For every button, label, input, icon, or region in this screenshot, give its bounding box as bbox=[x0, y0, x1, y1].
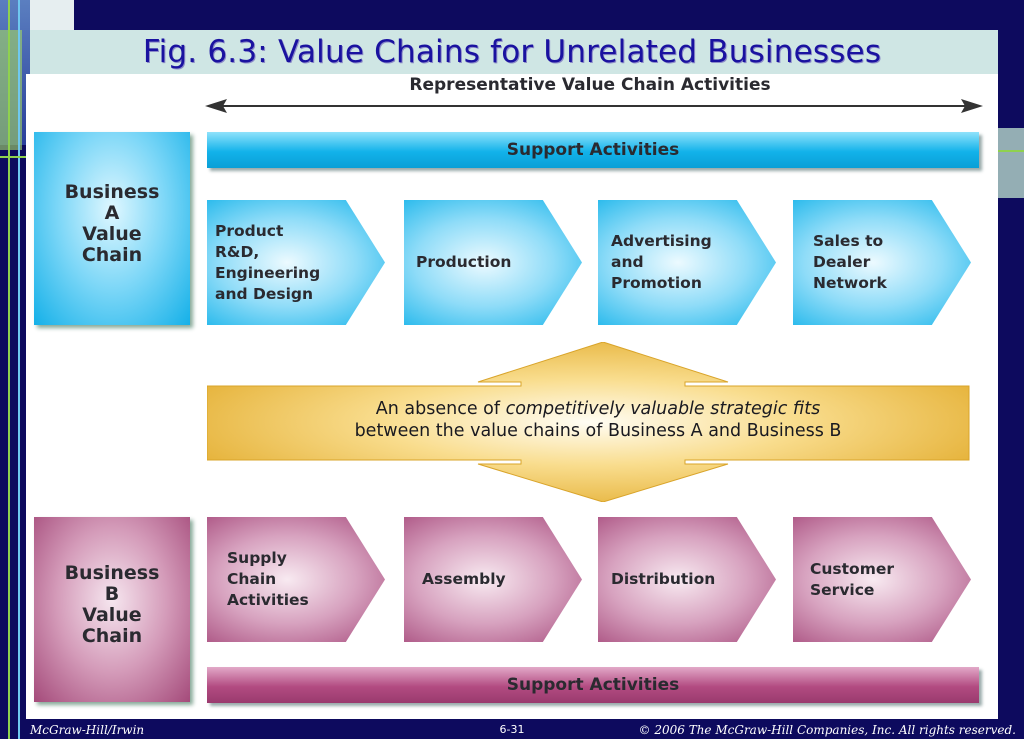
footer-page-number: 6-31 bbox=[499, 723, 525, 736]
business-b-label-line: Value bbox=[82, 603, 142, 626]
activity-advertising-promotion: Advertising and Promotion bbox=[598, 200, 776, 325]
fit-statement-line: An absence of competitively valuable str… bbox=[212, 398, 984, 420]
activity-label-line: Supply bbox=[227, 549, 287, 567]
activity-customer-service: Customer Service bbox=[793, 517, 971, 642]
business-b-label-line: Business bbox=[64, 561, 160, 584]
activity-label: Assembly bbox=[422, 517, 572, 642]
activity-label-line: Dealer bbox=[813, 253, 871, 271]
footer-publisher: McGraw-Hill/Irwin bbox=[30, 723, 145, 737]
decor-line bbox=[990, 150, 1024, 152]
activity-label-line: Network bbox=[813, 274, 887, 292]
business-a-box: Business A Value Chain bbox=[34, 132, 190, 325]
activity-label: Product R&D, Engineering and Design bbox=[215, 200, 365, 325]
decor-block-left-green bbox=[0, 30, 22, 150]
activity-label-line: Assembly bbox=[422, 570, 506, 588]
activity-label-line: Production bbox=[416, 253, 512, 271]
activity-label: Production bbox=[416, 200, 566, 325]
chevron-shape bbox=[207, 200, 385, 325]
activity-supply-chain: Supply Chain Activities bbox=[207, 517, 385, 642]
title-band bbox=[30, 30, 998, 74]
activity-label: Advertising and Promotion bbox=[611, 200, 761, 325]
chevron-shape bbox=[207, 517, 385, 642]
business-a-label-line: Value bbox=[82, 222, 142, 245]
decor-line bbox=[8, 0, 10, 739]
business-b-box: Business B Value Chain bbox=[34, 517, 190, 702]
activity-label-line: Activities bbox=[227, 591, 309, 609]
activity-label: Distribution bbox=[611, 517, 761, 642]
decor-line bbox=[0, 156, 40, 158]
activity-label-line: Service bbox=[810, 580, 875, 599]
activity-sales-dealer-network: Sales to Dealer Network bbox=[793, 200, 971, 325]
activity-product-rd: Product R&D, Engineering and Design bbox=[207, 200, 385, 325]
activity-label: Customer Service bbox=[810, 517, 960, 642]
fit-double-arrow bbox=[207, 342, 970, 502]
fit-arrow-shape bbox=[207, 342, 970, 502]
support-activities-b: Support Activities bbox=[207, 667, 979, 703]
business-b-label: Business B Value Chain bbox=[64, 561, 160, 647]
activity-label: Supply Chain Activities bbox=[227, 517, 377, 642]
activity-distribution: Distribution bbox=[598, 517, 776, 642]
decor-block-right bbox=[998, 128, 1024, 198]
activity-label: Sales to Dealer Network bbox=[813, 200, 963, 325]
activity-label-line: Distribution bbox=[611, 570, 716, 588]
footer-copyright: © 2006 The McGraw-Hill Companies, Inc. A… bbox=[638, 723, 1016, 737]
business-a-label-line: Business bbox=[64, 180, 160, 203]
activity-production: Production bbox=[404, 200, 582, 325]
activity-label-line: Product bbox=[215, 221, 284, 240]
chevron-shape bbox=[793, 517, 971, 642]
activity-label-line: Customer bbox=[810, 559, 895, 578]
decor-block-top-left-light bbox=[30, 0, 74, 30]
activity-label-line: Advertising bbox=[611, 232, 712, 250]
business-a-label-line: A bbox=[104, 201, 120, 224]
business-a-label-line: Chain bbox=[81, 243, 143, 266]
activity-label-line: Sales to bbox=[813, 232, 884, 250]
chevron-shape bbox=[404, 200, 582, 325]
chevron-shape bbox=[404, 517, 582, 642]
activity-label-line: and Design bbox=[215, 284, 314, 303]
fit-statement-emphasis: competitively valuable strategic fits bbox=[505, 399, 821, 419]
activity-label-line: Promotion bbox=[611, 274, 702, 292]
support-activities-a: Support Activities bbox=[207, 132, 979, 168]
activity-label-line: R&D, bbox=[215, 242, 260, 261]
chevron-shape bbox=[793, 200, 971, 325]
chevron-shape bbox=[598, 517, 776, 642]
business-b-label-line: Chain bbox=[81, 624, 143, 647]
decor-line bbox=[18, 0, 20, 739]
axis-label: Representative Value Chain Activities bbox=[409, 75, 771, 95]
business-b-label-line: B bbox=[104, 582, 120, 605]
activity-label-line: Chain bbox=[227, 570, 277, 588]
chevron-shape bbox=[598, 200, 776, 325]
double-arrow-icon bbox=[205, 99, 983, 113]
business-a-label: Business A Value Chain bbox=[64, 180, 160, 266]
fit-statement: An absence of competitively valuable str… bbox=[212, 398, 984, 442]
fit-statement-line: between the value chains of Business A a… bbox=[354, 421, 842, 441]
activity-label-line: Engineering bbox=[215, 263, 321, 282]
slide-title: Fig. 6.3: Value Chains for Unrelated Bus… bbox=[142, 34, 882, 70]
fit-statement-text: An absence of bbox=[375, 399, 506, 419]
activity-assembly: Assembly bbox=[404, 517, 582, 642]
activity-label-line: and bbox=[611, 253, 644, 271]
